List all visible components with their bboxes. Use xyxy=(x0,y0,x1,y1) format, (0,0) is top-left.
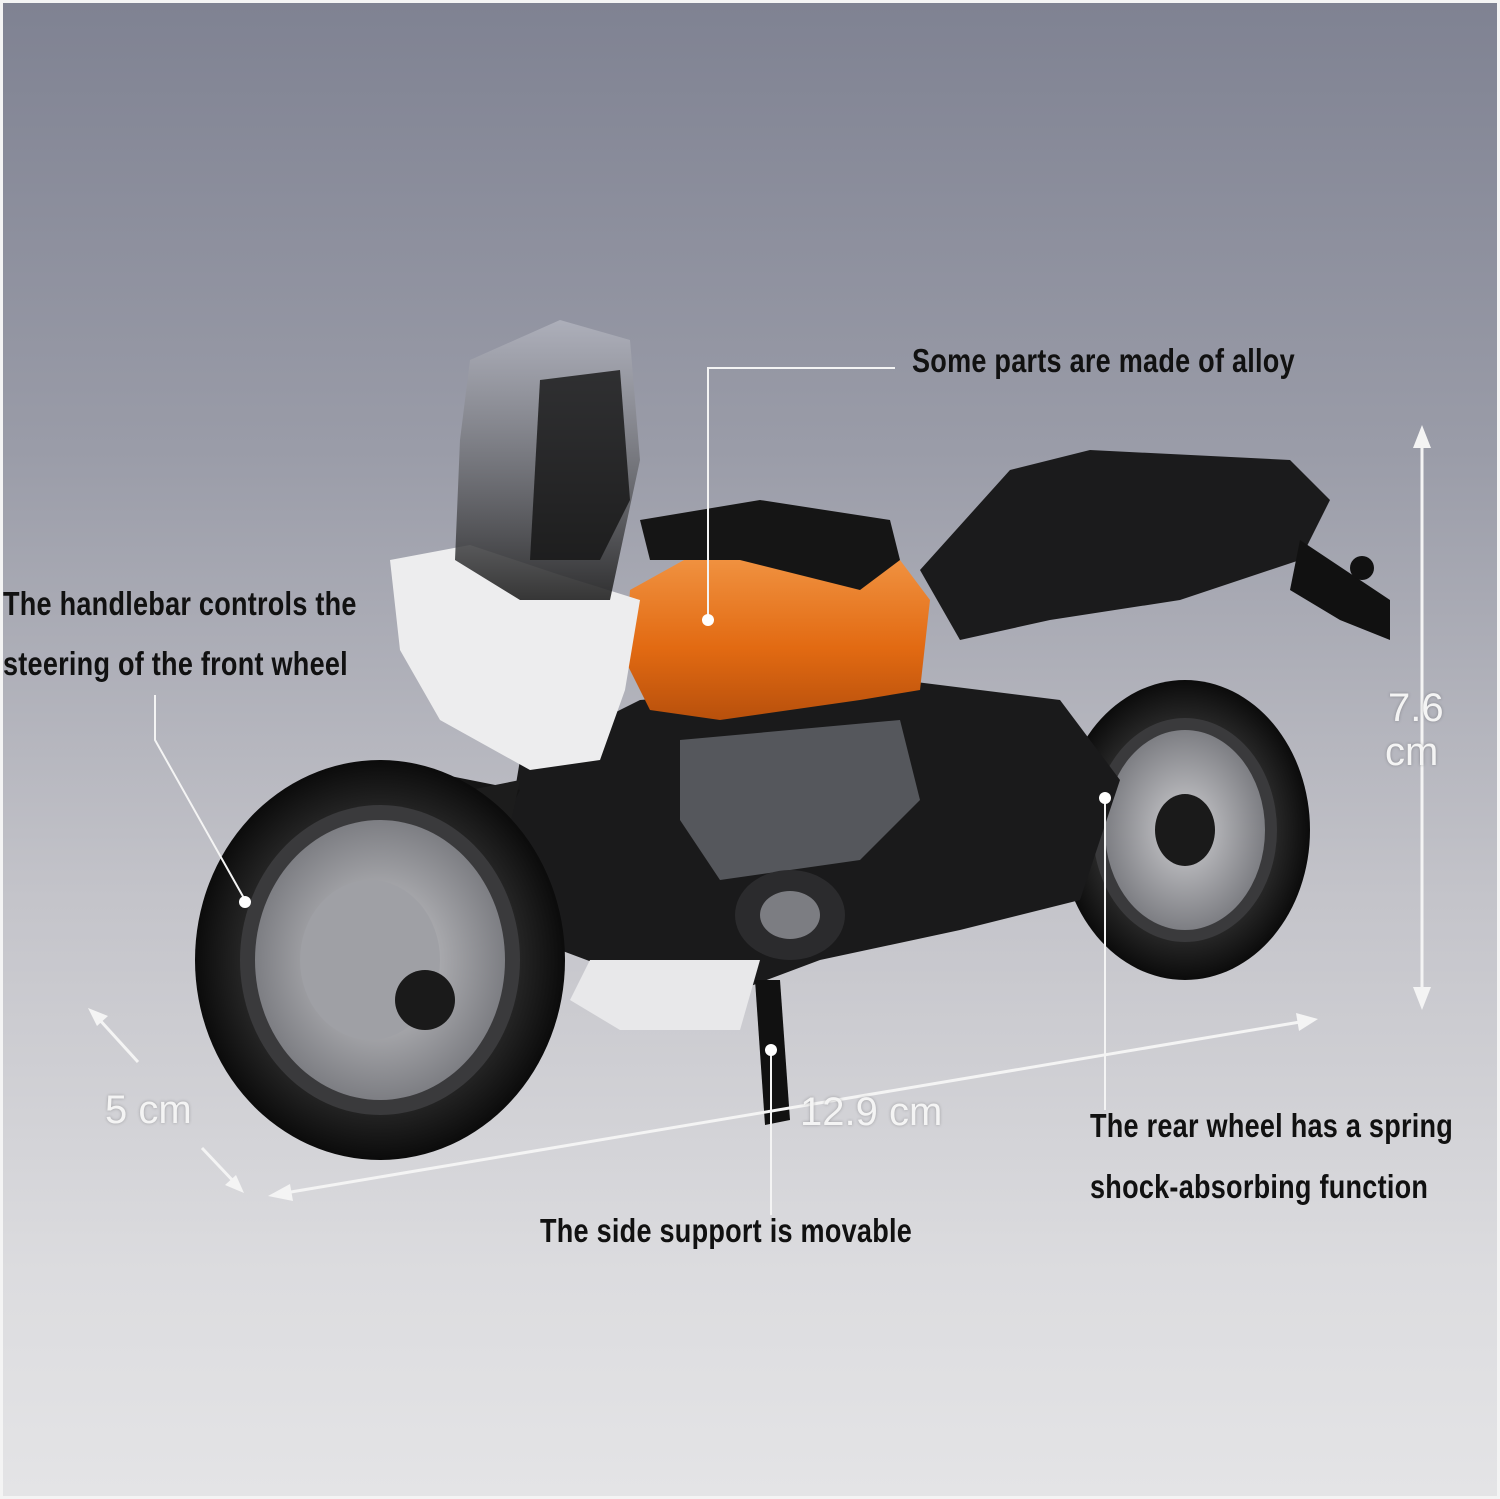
rear-wheel xyxy=(1060,680,1310,980)
handlebar xyxy=(640,500,900,590)
height-value: 7.6 xyxy=(1388,686,1444,730)
annotation-handlebar-line2: steering of the front wheel xyxy=(3,645,348,682)
width-dimension: 5 cm xyxy=(105,1088,192,1132)
front-fairing xyxy=(390,545,640,770)
length-dimension: 12.9 cm xyxy=(800,1090,943,1134)
annotation-rear-line1: The rear wheel has a spring xyxy=(1090,1107,1454,1144)
seat xyxy=(920,450,1330,640)
annotation-handlebar-line1: The handlebar controls the xyxy=(3,585,357,622)
dimension-arrows xyxy=(88,425,1431,1201)
annotation-side-support: The side support is movable xyxy=(540,1212,913,1249)
leader-dots xyxy=(239,614,1111,1056)
height-unit: cm xyxy=(1385,730,1439,774)
annotation-alloy: Some parts are made of alloy xyxy=(912,342,1295,379)
leader-lines xyxy=(154,367,1106,1215)
annotation-rear-line2: shock-absorbing function xyxy=(1090,1168,1429,1205)
front-wheel xyxy=(195,760,565,1160)
